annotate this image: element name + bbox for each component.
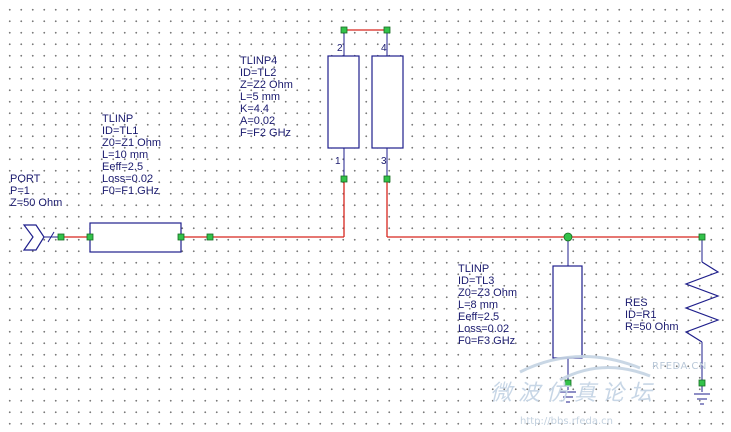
tl3-z0: Z0=Z3 Ohm (458, 287, 517, 299)
res-type: RES (625, 297, 648, 309)
port-symbol (22, 224, 45, 251)
port-impedance: Z=50 Ohm (10, 197, 63, 209)
tl2-pin-1: 1 (335, 156, 341, 167)
tl2-z: Z=Z2 Ohm (240, 79, 293, 91)
resistor-zigzag (684, 261, 720, 343)
tl2-type: TLINP4 (240, 55, 278, 67)
tl2-k: K=4.4 (240, 103, 270, 115)
port-number: P=1 (10, 185, 30, 197)
junction-dot (563, 232, 573, 242)
tl1-label-block[interactable]: TLINP ID=TL1 Z0=Z1 Ohm L=10 mm Eeff=2.5 … (102, 113, 161, 197)
tl3-length: L=8 mm (458, 299, 499, 311)
res-id: ID=R1 (625, 309, 657, 321)
watermark-logo (519, 355, 651, 382)
tl3-eeff: Eeff=2.5 (458, 311, 500, 323)
tl2-pin-4: 4 (381, 43, 387, 54)
tl3-body (552, 265, 583, 359)
watermark-rfeda: RFEDA.CN (652, 361, 707, 372)
watermark-chinese: 微波仿真论坛 (490, 381, 659, 406)
tl1-f0: F0=F1 GHz (102, 185, 160, 197)
tl2-id: ID=TL2 (240, 67, 277, 79)
tl3-type: TLINP (458, 263, 490, 275)
tl2-length: L=5 mm (240, 91, 281, 103)
tl3-f0: F0=F3 GHz (458, 335, 516, 347)
tl2-body-right (371, 55, 404, 149)
tl1-type: TLINP (102, 113, 134, 125)
tl3-loss: Loss=0.02 (458, 323, 510, 335)
port-label-block[interactable]: PORT P=1 Z=50 Ohm (10, 173, 62, 209)
tl2-label-block[interactable]: TLINP4 ID=TL2 Z=Z2 Ohm L=5 mm K=4.4 A=0.… (240, 55, 293, 139)
res-value: R=50 Ohm (625, 321, 679, 333)
port-type: PORT (10, 173, 41, 185)
tl2-f: F=F2 GHz (240, 127, 292, 139)
res-label-block[interactable]: RES ID=R1 R=50 Ohm (625, 297, 679, 333)
tl2-pin-3: 3 (381, 156, 387, 167)
watermark-url: http://bbs.rfeda.cn (520, 416, 613, 427)
tl2-body-left (327, 55, 360, 149)
tl1-length: L=10 mm (102, 149, 149, 161)
tl3-id: ID=TL3 (458, 275, 495, 287)
tl2-a: A=0.02 (240, 115, 276, 127)
tl1-loss: Loss=0.02 (102, 173, 154, 185)
tl3-label-block[interactable]: TLINP ID=TL3 Z0=Z3 Ohm L=8 mm Eeff=2.5 L… (458, 263, 517, 347)
tl1-body (89, 222, 182, 253)
ground-symbols (560, 391, 710, 405)
tl2-pin-2: 2 (337, 43, 343, 54)
tl1-z0: Z0=Z1 Ohm (102, 137, 161, 149)
node-markers (57, 26, 706, 387)
tl1-eeff: Eeff=2.5 (102, 161, 144, 173)
tl1-id: ID=TL1 (102, 125, 139, 137)
